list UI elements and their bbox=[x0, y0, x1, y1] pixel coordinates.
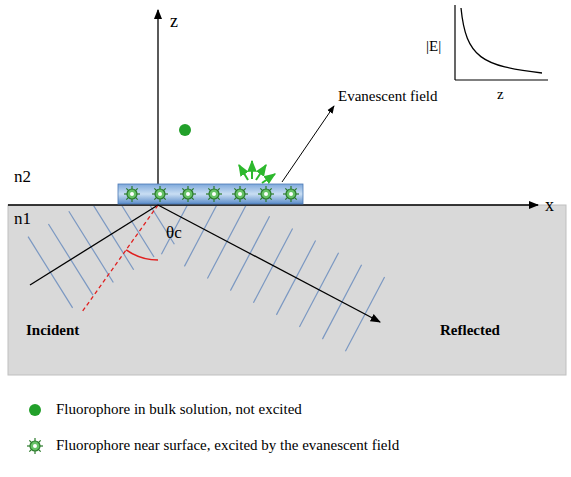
callout-label: Evanescent field bbox=[338, 88, 438, 105]
incident-ray bbox=[30, 205, 158, 285]
excited-fluorophores bbox=[124, 186, 299, 202]
axis-label: z bbox=[170, 12, 178, 32]
z-axis bbox=[157, 10, 158, 205]
bulk-fluorophore bbox=[179, 124, 191, 136]
angle-label: θc bbox=[166, 224, 182, 243]
axis-label: |E| bbox=[426, 38, 441, 55]
dense-medium bbox=[8, 205, 566, 375]
wavefront-line bbox=[89, 206, 134, 270]
legend-text: Fluorophore near surface, excited by the… bbox=[56, 437, 399, 454]
reflected-ray bbox=[158, 205, 380, 322]
evanescent-layer bbox=[118, 184, 303, 204]
refractive-index: n2 bbox=[14, 168, 31, 187]
leader-line bbox=[282, 106, 334, 182]
critical-angle-line bbox=[82, 205, 158, 312]
wavefronts bbox=[28, 206, 385, 351]
ray-label: Incident bbox=[26, 322, 79, 339]
emission-arrows bbox=[239, 161, 275, 183]
wavefront-line bbox=[207, 206, 246, 279]
legend-sample bbox=[27, 438, 43, 454]
angle-arc bbox=[126, 250, 158, 260]
x-axis bbox=[8, 204, 538, 205]
legend-text: Fluorophore in bulk solution, not excite… bbox=[56, 401, 302, 418]
ray-label: Reflected bbox=[440, 322, 500, 339]
field-decay-plot bbox=[455, 5, 548, 80]
refractive-index: n1 bbox=[14, 210, 31, 229]
axis-label: z bbox=[497, 86, 504, 103]
axis-label: x bbox=[545, 196, 554, 216]
legend-sample bbox=[29, 404, 41, 416]
